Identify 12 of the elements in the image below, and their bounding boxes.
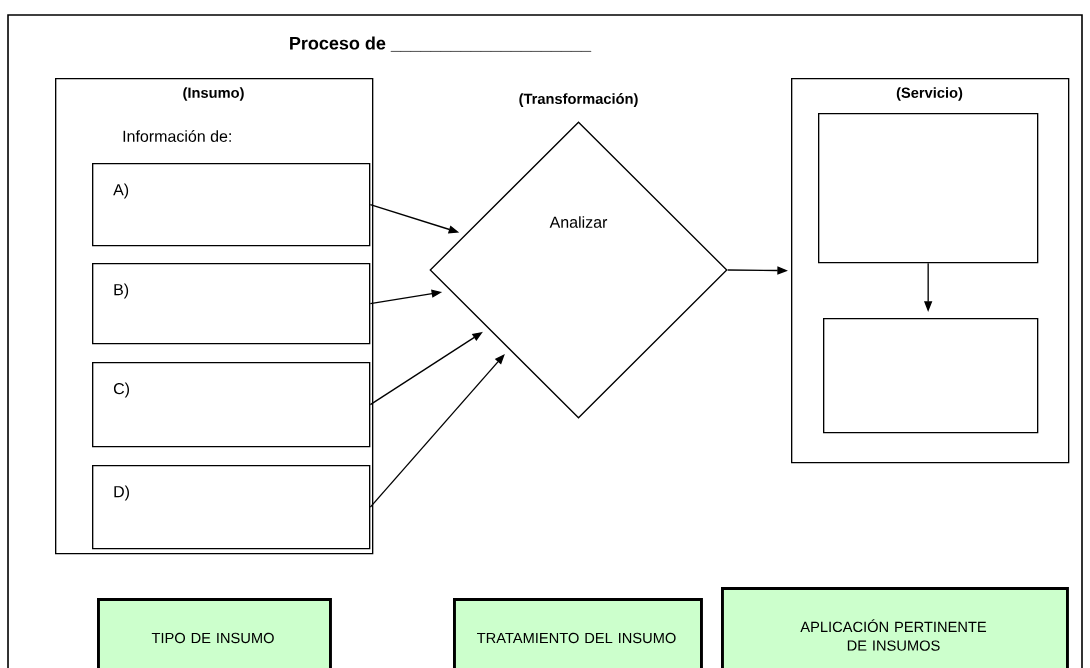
input-box: A) (92, 163, 371, 247)
input-box: B) (92, 263, 371, 345)
output-box (823, 318, 1039, 434)
input-box: D) (92, 465, 371, 550)
node-label: (Transformación) (519, 93, 638, 107)
input-box: C) (92, 362, 371, 448)
group-box: (Servicio) (791, 78, 1070, 464)
category-box: TRATAMIENTO DEL INSUMO (453, 598, 703, 668)
category-box: TIPO DE INSUMO (97, 598, 332, 668)
category-box: APLICACIÓN PERTINENTE DE INSUMOS (721, 587, 1069, 668)
title: Proceso de ____________________ (290, 36, 592, 52)
output-box (818, 113, 1039, 264)
